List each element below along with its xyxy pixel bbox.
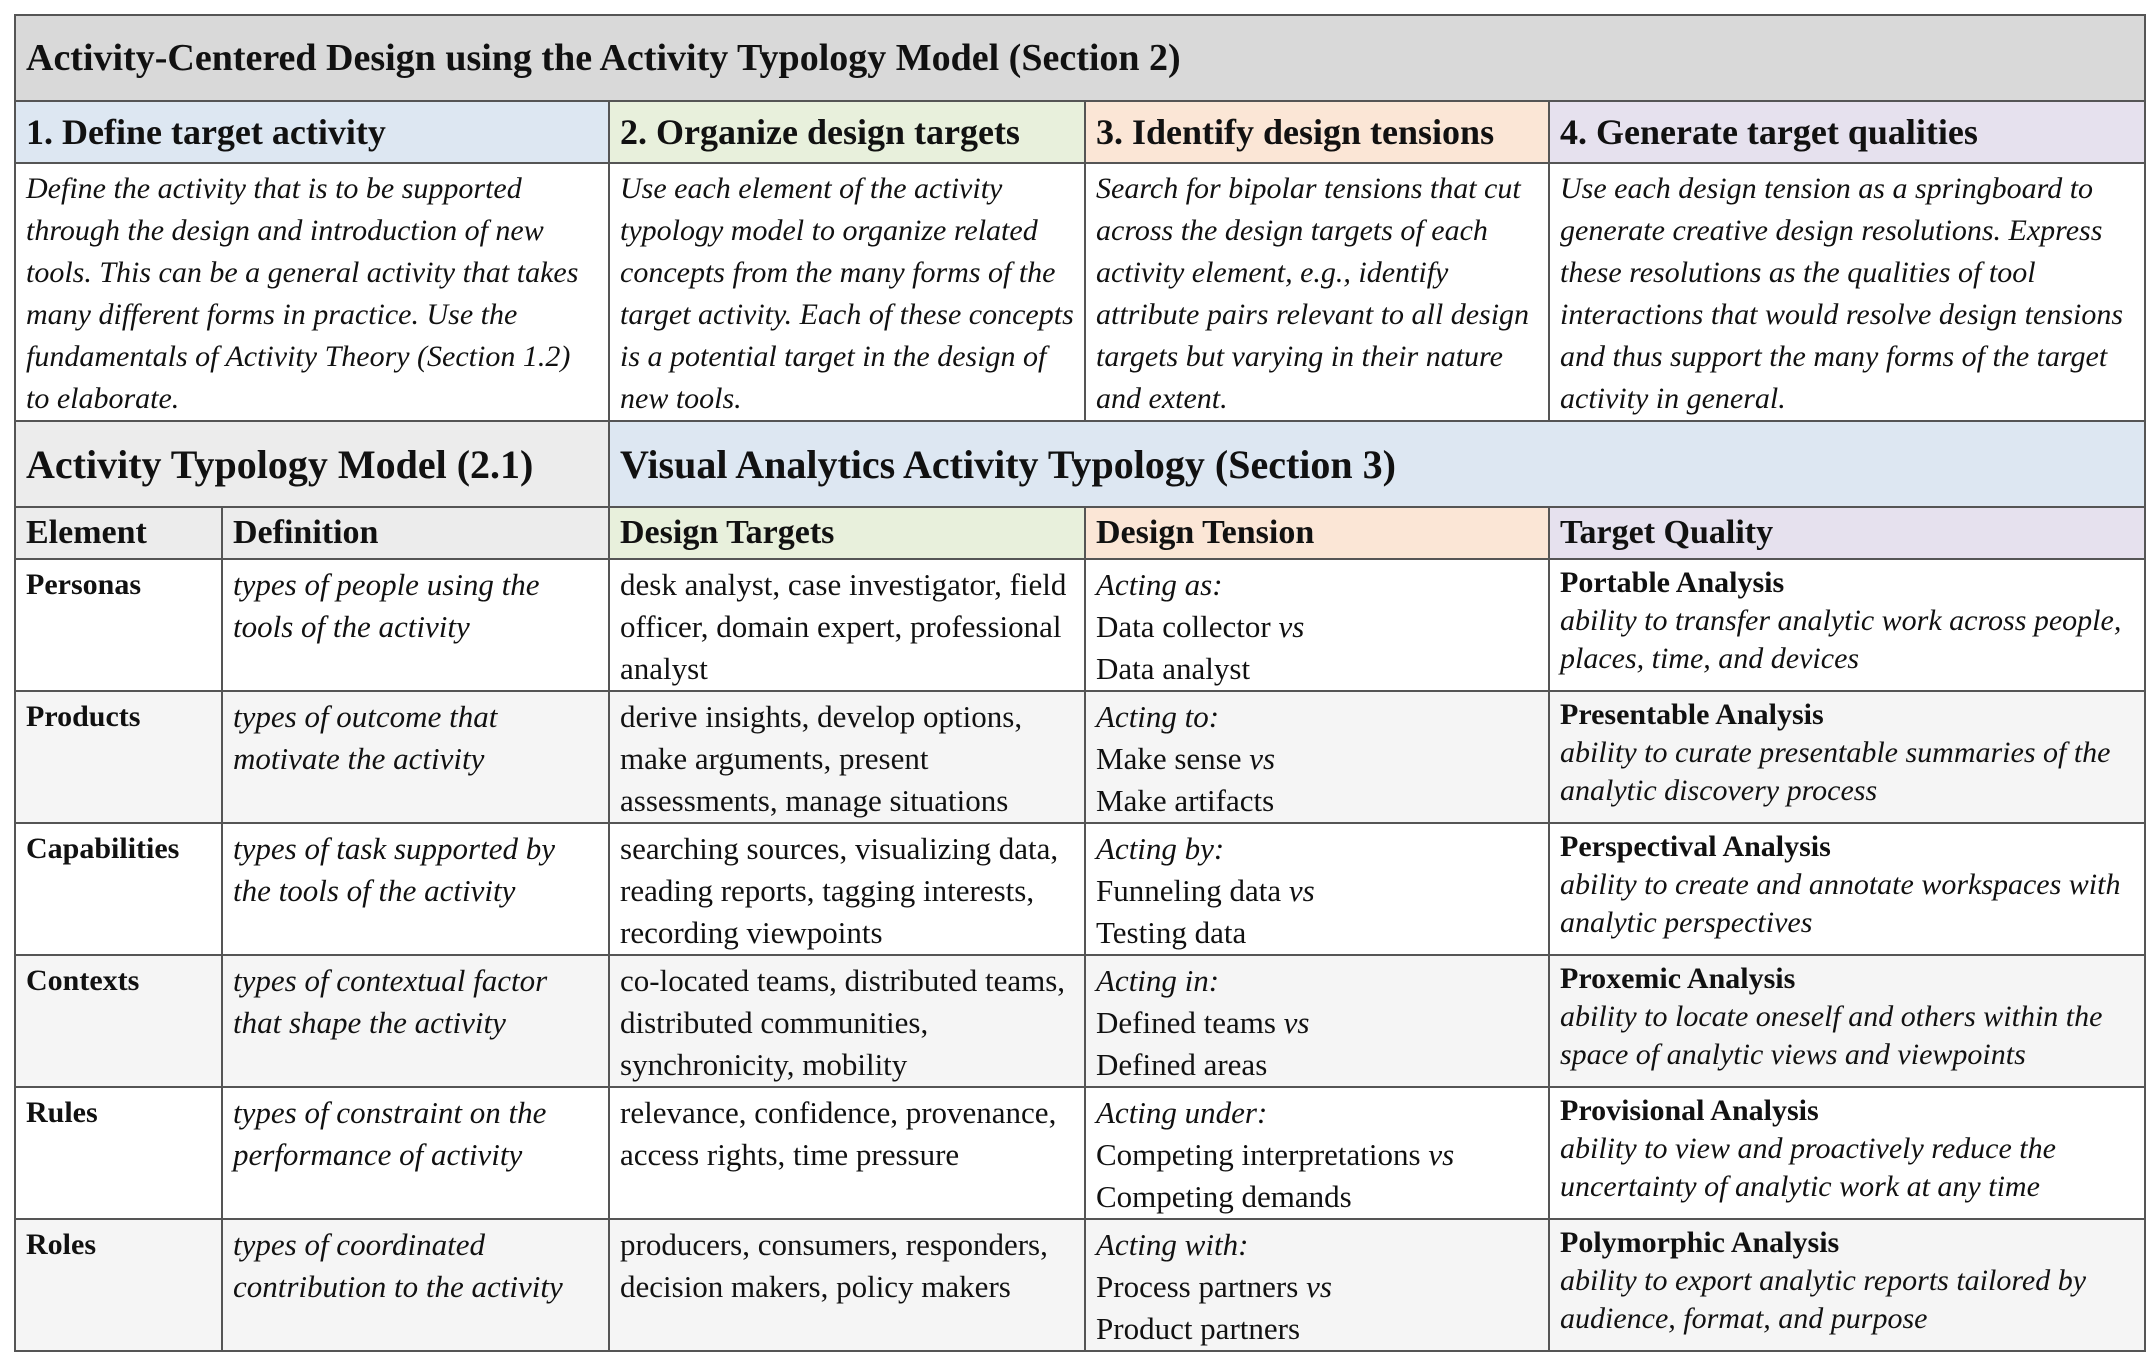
element-cell: Products xyxy=(14,690,223,824)
quality-description: ability to view and proactively reduce t… xyxy=(1560,1132,2056,1203)
step-1-heading: 1. Define target activity xyxy=(14,100,610,164)
element-cell: Personas xyxy=(14,558,223,692)
target-quality-cell: Perspectival Analysis ability to create a… xyxy=(1547,822,2147,956)
tension-label: Acting as: xyxy=(1096,567,1223,602)
tension-pole-a: Process partners vs xyxy=(1096,1266,1538,1308)
element-cell: Contexts xyxy=(14,954,223,1088)
tension-pole-a-text: Process partners xyxy=(1096,1269,1299,1304)
target-quality-cell: Polymorphic Analysis ability to export an… xyxy=(1547,1218,2147,1352)
target-quality-cell: Portable Analysis ability to transfer ana… xyxy=(1547,558,2147,692)
definition-cell: types of task supported by the tools of … xyxy=(221,822,610,956)
definition-cell: types of contextual factor that shape th… xyxy=(221,954,610,1088)
tension-pole-a: Make sense vs xyxy=(1096,738,1538,780)
definition-cell: types of people using the tools of the a… xyxy=(221,558,610,692)
table-title: Activity-Centered Design using the Activ… xyxy=(13,14,2147,102)
tension-label: Acting to: xyxy=(1096,699,1220,734)
step-4-description: Use each design tension as a springboard… xyxy=(1547,162,2147,422)
model-section-heading: Activity Typology Model (2.1) xyxy=(14,420,610,508)
versus-word: vs xyxy=(1249,741,1276,776)
target-quality-cell: Proxemic Analysis ability to locate onese… xyxy=(1547,954,2147,1088)
quality-name: Portable Analysis xyxy=(1560,566,1785,599)
target-quality-cell: Provisional Analysis ability to view and … xyxy=(1547,1086,2147,1220)
tension-pole-b: Testing data xyxy=(1096,915,1247,950)
tension-pole-a-text: Funneling data xyxy=(1096,873,1282,908)
tension-label: Acting in: xyxy=(1096,963,1220,998)
definition-cell: types of outcome that motivate the activ… xyxy=(221,690,610,824)
design-targets-cell: relevance, confidence, provenance, acces… xyxy=(608,1086,1086,1220)
tension-pole-b: Competing demands xyxy=(1096,1179,1352,1214)
step-3-heading: 3. Identify design tensions xyxy=(1084,100,1550,164)
tension-pole-a-text: Competing interpretations xyxy=(1096,1137,1421,1172)
tension-pole-a: Competing interpretations vs xyxy=(1096,1134,1538,1176)
step-2-heading: 2. Organize design targets xyxy=(608,100,1086,164)
tension-pole-b: Defined areas xyxy=(1096,1047,1268,1082)
element-cell: Rules xyxy=(14,1086,223,1220)
step-3-description: Search for bipolar tensions that cut acr… xyxy=(1084,162,1550,422)
quality-name: Provisional Analysis xyxy=(1560,1094,1819,1127)
tension-pole-b: Data analyst xyxy=(1096,651,1251,686)
tension-pole-a-text: Defined teams xyxy=(1096,1005,1276,1040)
tension-pole-a: Funneling data vs xyxy=(1096,870,1538,912)
tension-pole-a: Defined teams vs xyxy=(1096,1002,1538,1044)
target-quality-cell: Presentable Analysis ability to curate pr… xyxy=(1547,690,2147,824)
step-4-heading: 4. Generate target qualities xyxy=(1547,100,2147,164)
column-header-element: Element xyxy=(14,506,223,560)
tension-label: Acting under: xyxy=(1096,1095,1268,1130)
versus-word: vs xyxy=(1278,609,1305,644)
step-2-description: Use each element of the activity typolog… xyxy=(608,162,1086,422)
quality-description: ability to locate oneself and others wit… xyxy=(1560,1000,2103,1071)
versus-word: vs xyxy=(1306,1269,1332,1304)
tension-pole-a: Data collector vs xyxy=(1096,606,1538,648)
versus-word: vs xyxy=(1283,1005,1310,1040)
quality-name: Polymorphic Analysis xyxy=(1560,1226,1840,1259)
versus-word: vs xyxy=(1428,1137,1455,1172)
tension-label: Acting by: xyxy=(1096,831,1225,866)
design-targets-cell: searching sources, visualizing data, rea… xyxy=(608,822,1086,956)
tension-pole-b: Product partners xyxy=(1096,1311,1301,1346)
quality-name: Presentable Analysis xyxy=(1560,698,1824,731)
quality-description: ability to curate presentable summaries … xyxy=(1560,736,2111,807)
quality-description: ability to transfer analytic work across… xyxy=(1560,604,2122,675)
column-header-design-targets: Design Targets xyxy=(608,506,1086,560)
tension-pole-b: Make artifacts xyxy=(1096,783,1275,818)
tension-label: Acting with: xyxy=(1096,1227,1249,1262)
column-header-design-tension: Design Tension xyxy=(1084,506,1550,560)
quality-name: Proxemic Analysis xyxy=(1560,962,1796,995)
design-targets-cell: co-located teams, distributed teams, dis… xyxy=(608,954,1086,1088)
element-cell: Capabilities xyxy=(14,822,223,956)
typology-section-heading: Visual Analytics Activity Typology (Sect… xyxy=(607,420,2147,508)
versus-word: vs xyxy=(1288,873,1315,908)
column-header-definition: Definition xyxy=(221,506,610,560)
element-cell: Roles xyxy=(14,1218,223,1352)
tension-pole-a-text: Data collector xyxy=(1096,609,1271,644)
quality-description: ability to export analytic reports tailo… xyxy=(1560,1264,2087,1335)
column-header-target-quality: Target Quality xyxy=(1547,506,2147,560)
step-1-description: Define the activity that is to be suppor… xyxy=(14,162,610,422)
design-targets-cell: producers, consumers, responders, decisi… xyxy=(608,1218,1086,1352)
quality-description: ability to create and annotate workspace… xyxy=(1560,868,2121,939)
design-targets-cell: desk analyst, case investigator, field o… xyxy=(608,558,1086,692)
definition-cell: types of coordinated contribution to the… xyxy=(221,1218,610,1352)
quality-name: Perspectival Analysis xyxy=(1560,830,1831,863)
design-targets-cell: derive insights, develop options, make a… xyxy=(608,690,1086,824)
definition-cell: types of constraint on the performance o… xyxy=(221,1086,610,1220)
design-tension-cell: Acting under: Competing interpretations v… xyxy=(1084,1086,1550,1220)
activity-design-table: Activity-Centered Design using the Activ… xyxy=(13,14,2147,1352)
tension-pole-a-text: Make sense xyxy=(1096,741,1242,776)
